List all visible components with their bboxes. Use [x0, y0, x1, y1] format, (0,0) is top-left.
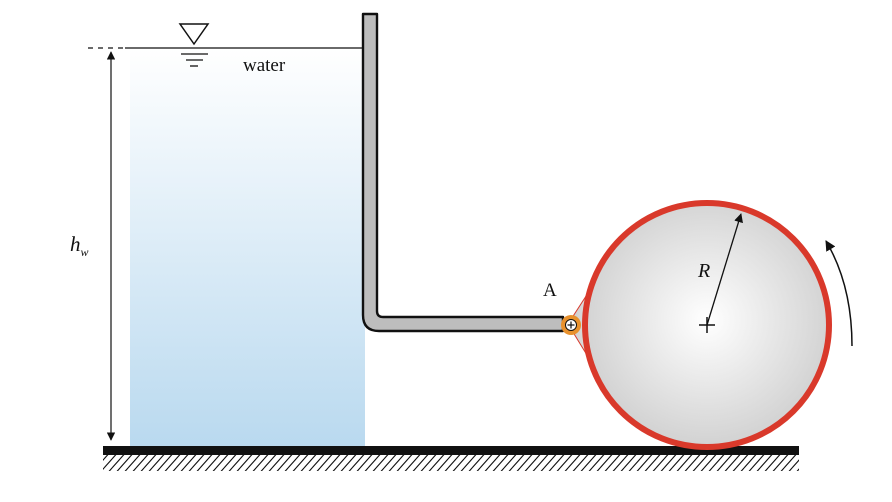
free-surface-triangle-icon — [178, 23, 210, 67]
radius-arrow — [706, 213, 743, 326]
pipe — [361, 12, 565, 333]
hinge-pin-icon — [561, 315, 581, 335]
ground — [103, 446, 799, 471]
height-label: hw — [70, 232, 89, 259]
water-label: water — [243, 55, 286, 76]
water-body — [130, 48, 740, 448]
radius-label: R — [697, 260, 710, 282]
rotation-arrow-icon — [825, 240, 853, 347]
point-a-label: A — [543, 280, 557, 301]
